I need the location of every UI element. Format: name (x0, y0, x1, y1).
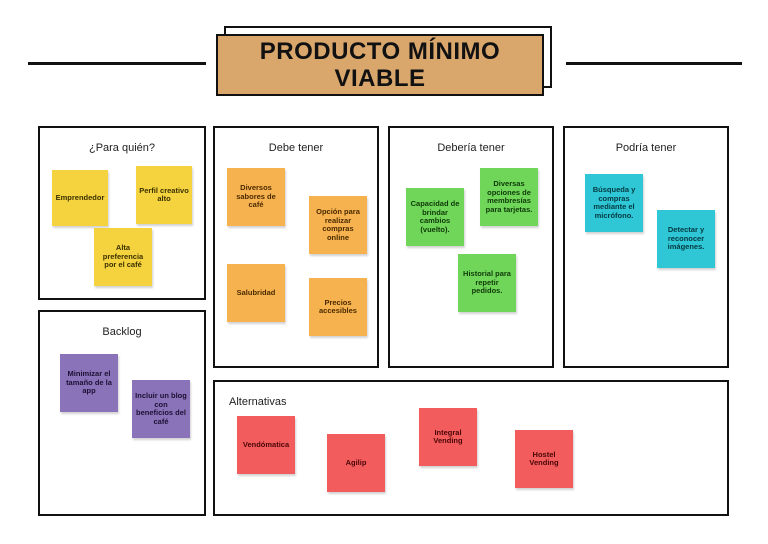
panel-deberia-tener: Debería tener Capacidad de brindar cambi… (388, 126, 554, 368)
sticky-note[interactable]: Diversas opciones de membresías para tar… (480, 168, 538, 226)
panel-title: Backlog (102, 326, 142, 338)
sticky-note[interactable]: Emprendedor (52, 170, 108, 226)
sticky-note[interactable]: Incluir un blog con beneficios del café (132, 380, 190, 438)
panel-title: ¿Para quién? (88, 142, 156, 154)
panel-backlog: Backlog Minimizar el tamaño de la app In… (38, 310, 206, 516)
panel-title: Debe tener (268, 142, 324, 154)
sticky-note[interactable]: Opción para realizar compras online (309, 196, 367, 254)
panel-title: Alternativas (229, 396, 287, 408)
panel-debe-tener: Debe tener Diversos sabores de café Opci… (213, 126, 379, 368)
sticky-note[interactable]: Integral Vending (419, 408, 477, 466)
panel-para-quien: ¿Para quién? Emprendedor Perfil creativo… (38, 126, 206, 300)
sticky-note[interactable]: Agilip (327, 434, 385, 492)
sticky-note[interactable]: Precios accesibles (309, 278, 367, 336)
sticky-note[interactable]: Hostel Vending (515, 430, 573, 488)
title-line-2: VIABLE (334, 65, 426, 92)
panel-title: Debería tener (437, 142, 505, 154)
sticky-note[interactable]: Búsqueda y compras mediante el micrófono… (585, 174, 643, 232)
sticky-note[interactable]: Perfil creativo alto (136, 166, 192, 224)
sticky-note[interactable]: Diversos sabores de café (227, 168, 285, 226)
sticky-note[interactable]: Vendómatica (237, 416, 295, 474)
panel-title: Podría tener (615, 142, 677, 154)
panel-podria-tener: Podría tener Búsqueda y compras mediante… (563, 126, 729, 368)
title-line-1: PRODUCTO MÍNIMO (259, 38, 501, 65)
sticky-note[interactable]: Alta preferencia por el café (94, 228, 152, 286)
sticky-note[interactable]: Historial para repetir pedidos. (458, 254, 516, 312)
sticky-note[interactable]: Capacidad de brindar cambios (vuelto). (406, 188, 464, 246)
sticky-note[interactable]: Minimizar el tamaño de la app (60, 354, 118, 412)
sticky-note[interactable]: Detectar y reconocer imágenes. (657, 210, 715, 268)
page-title: PRODUCTO MÍNIMO VIABLE (216, 34, 544, 96)
left-rule (28, 62, 206, 65)
panel-alternativas: Alternativas Vendómatica Agilip Integral… (213, 380, 729, 516)
right-rule (566, 62, 742, 65)
sticky-note[interactable]: Salubridad (227, 264, 285, 322)
